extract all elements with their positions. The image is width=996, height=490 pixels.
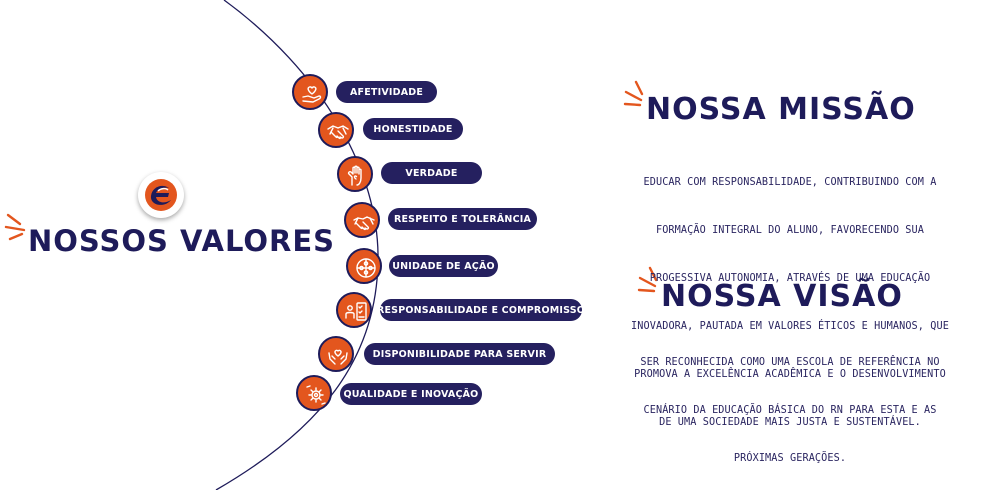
heart-hand-icon — [302, 86, 322, 103]
school-logo-icon — [145, 179, 177, 211]
value-icon-qualidade — [296, 375, 332, 411]
puzzle-icon — [356, 258, 376, 278]
missao-line: PROMOVA A EXCELÊNCIA ACADÊMICA E O DESEN… — [634, 369, 946, 380]
value-pill-qualidade: QUALIDADE E INOVAÇÃO — [340, 383, 482, 405]
visao-line: PRÓXIMAS GERAÇÕES. — [733, 453, 847, 464]
sparkle-icon — [4, 213, 26, 241]
value-icon-verdade — [337, 156, 373, 192]
value-icon-afetividade — [292, 74, 328, 110]
hands-heart-icon — [328, 349, 348, 365]
people-checklist-icon — [345, 302, 367, 321]
missao-line: PROGESSIVA AUTONOMIA, ATRAVÉS DE UMA EDU… — [649, 273, 931, 284]
handshake-icon — [327, 125, 349, 140]
visao-line: SER RECONHECIDA COMO UMA ESCOLA DE REFER… — [640, 357, 940, 368]
nossa-visao-title: NOSSA VISÃO — [661, 279, 903, 314]
value-icon-disponibilidade — [318, 336, 354, 372]
sparkle-icon — [623, 80, 644, 107]
value-pill-responsabilidade: RESPONSABILIDADE E COMPROMISSO — [377, 299, 585, 321]
value-pill-respeito: RESPEITO E TOLERÂNCIA — [388, 208, 537, 230]
visao-text: SER RECONHECIDA COMO UMA ESCOLA DE REFER… — [606, 323, 974, 483]
lightbulb-gear-icon — [306, 385, 326, 405]
value-icon-unidade — [346, 248, 382, 284]
value-icon-honestidade — [318, 112, 354, 148]
missao-line: INOVADORA, PAUTADA EM VALORES ÉTICOS E H… — [631, 321, 949, 332]
value-pill-disponibilidade: DISPONIBILIDADE PARA SERVIR — [364, 343, 555, 365]
value-icon-responsabilidade — [336, 292, 372, 328]
nossa-missao-title: NOSSA MISSÃO — [646, 92, 916, 127]
value-pill-unidade: UNIDADE DE AÇÃO — [389, 255, 498, 277]
heart-palm-icon — [347, 165, 362, 186]
school-logo — [138, 172, 184, 218]
value-pill-honestidade: HONESTIDADE — [363, 118, 463, 140]
value-icon-respeito — [344, 202, 380, 238]
missao-text: EDUCAR COM RESPONSABILIDADE, CONTRIBUIND… — [606, 143, 974, 447]
handshake-icon — [353, 216, 375, 231]
missao-line: DE UMA SOCIEDADE MAIS JUSTA E SUSTENTÁVE… — [659, 417, 921, 428]
visao-line: CENÁRIO DA EDUCAÇÃO BÁSICA DO RN PARA ES… — [643, 405, 937, 416]
nossos-valores-title: NOSSOS VALORES — [28, 224, 336, 258]
value-pill-verdade: VERDADE — [381, 162, 482, 184]
missao-line: FORMAÇÃO INTEGRAL DO ALUNO, FAVORECENDO … — [655, 225, 925, 236]
value-pill-afetividade: AFETIVIDADE — [336, 81, 437, 103]
missao-line: EDUCAR COM RESPONSABILIDADE, CONTRIBUIND… — [643, 177, 937, 188]
sparkle-icon — [637, 266, 658, 293]
